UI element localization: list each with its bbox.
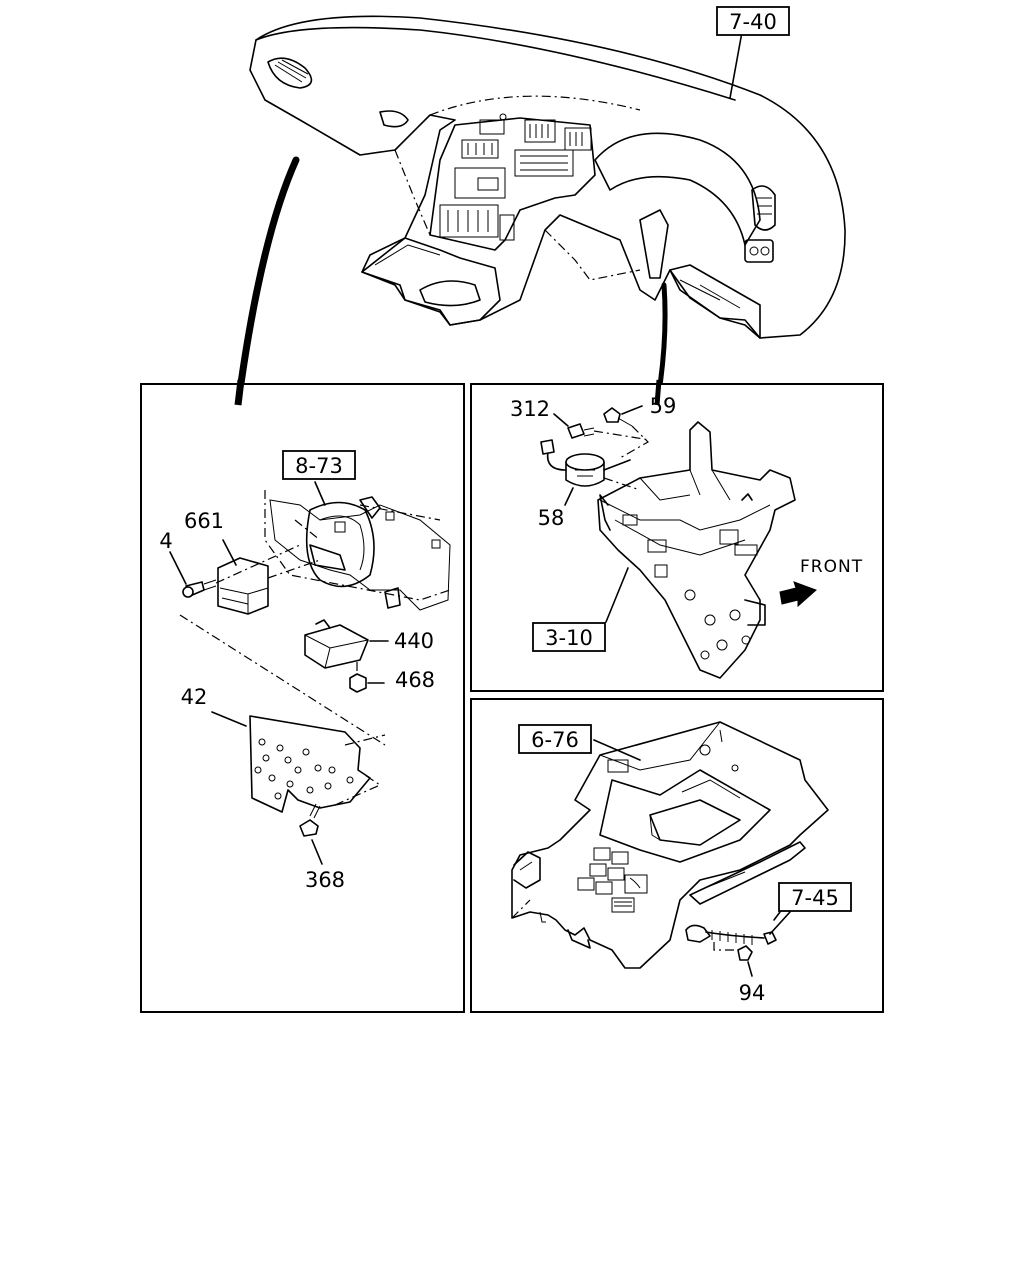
panel-left	[140, 383, 465, 1013]
part-number-p42: 42	[181, 685, 208, 709]
part-number-p440: 440	[394, 629, 434, 653]
ref-label-harness: 7-45	[791, 886, 839, 910]
bottom-right-panel-content: 6-76 7-45 94	[511, 721, 852, 1005]
ref-label-console: 6-76	[531, 728, 579, 752]
dashboard-illustration	[249, 15, 846, 339]
front-label: FRONT	[800, 557, 863, 577]
ref-label-dashboard: 7-40	[729, 10, 777, 34]
part-number-p4: 4	[159, 529, 172, 553]
part-number-p312: 312	[510, 397, 550, 421]
top-right-panel-content: 58 312 59 3-10 FRONT	[510, 394, 863, 679]
front-arrow-icon	[779, 581, 817, 608]
part-number-p661: 661	[184, 509, 224, 533]
callout-left	[234, 156, 300, 409]
leader-7-40	[729, 31, 743, 99]
ref-label-support_frame: 3-10	[545, 626, 593, 650]
ref-7-40: 7-40	[716, 6, 790, 36]
part-number-p59: 59	[650, 394, 677, 418]
left-panel-content: 8-73 661 4 440 468	[159, 450, 451, 892]
part-number-p94: 94	[739, 981, 766, 1005]
part-number-p468: 468	[395, 668, 435, 692]
part-number-p368: 368	[305, 868, 345, 892]
part-number-p58: 58	[538, 506, 565, 530]
ref-label-bracket_upper: 8-73	[295, 454, 343, 478]
